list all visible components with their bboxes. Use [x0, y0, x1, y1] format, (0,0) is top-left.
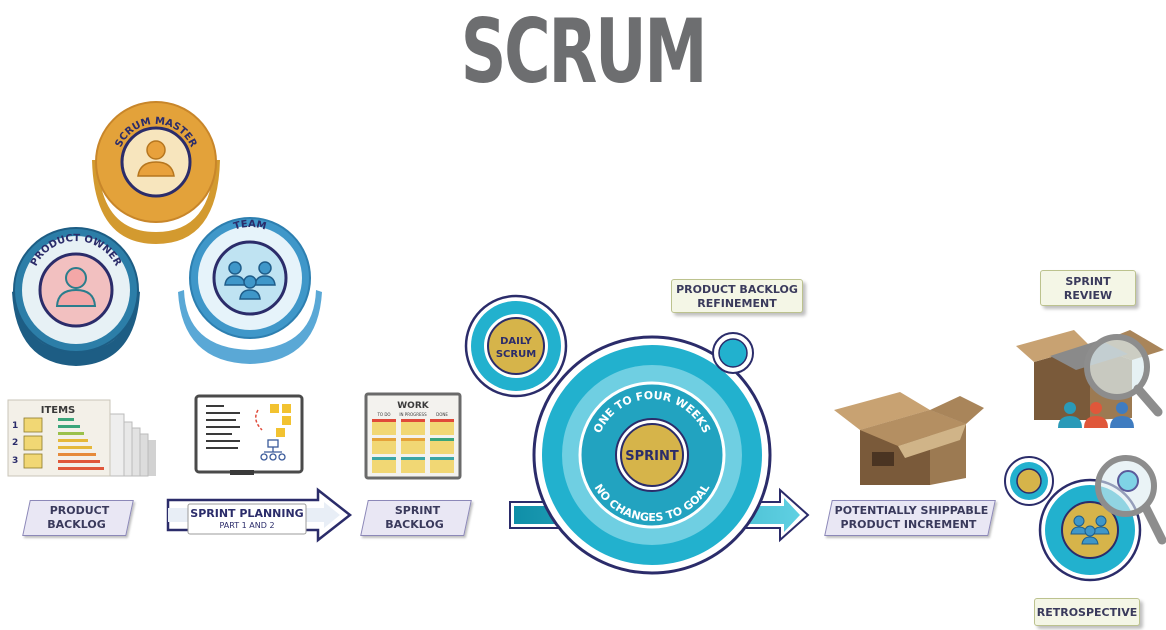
item-number: 2: [12, 438, 18, 448]
item-number: 3: [12, 456, 18, 466]
product-backlog-label: PRODUCT BACKLOG: [22, 500, 134, 536]
daily-scrum-label: SCRUM: [496, 349, 536, 360]
sprint-planning-whiteboard: [194, 394, 304, 475]
team-label: TEAM: [232, 219, 267, 233]
product-backlog-line1: PRODUCT: [49, 504, 110, 517]
retrospective-label: RETROSPECTIVE: [1034, 598, 1140, 626]
magnifier-icon: [1084, 334, 1163, 417]
sprint-planning-label: SPRINT PLANNING: [190, 507, 303, 520]
increment-label: POTENTIALLY SHIPPABLE PRODUCT INCREMENT: [824, 500, 996, 536]
sprint-backlog-label: SPRINT BACKLOG: [360, 500, 472, 536]
refinement-line1: PRODUCT BACKLOG: [676, 283, 798, 296]
priority-bars: [58, 418, 104, 470]
daily-scrum-cycle: DAILY SCRUM: [464, 294, 568, 398]
sprint-planning-sub: PART 1 AND 2: [219, 521, 274, 530]
team-badge: TEAM: [178, 217, 322, 364]
product-backlog-line2: BACKLOG: [47, 518, 106, 531]
shippable-box: [834, 392, 984, 485]
sprint-center-label: SPRINT: [625, 449, 679, 464]
refinement-label: PRODUCT BACKLOG REFINEMENT: [671, 279, 803, 313]
increment-line1: POTENTIALLY SHIPPABLE: [834, 504, 989, 517]
page-title: SCRUM: [460, 0, 708, 103]
retrospective-magnifier-icon: [1095, 455, 1166, 545]
retrospective-cycle: [1004, 455, 1166, 582]
board-column-label: IN PROGRESS: [399, 412, 427, 417]
refinement-dot: [712, 332, 754, 374]
item-number: 1: [12, 421, 18, 431]
sprint-backlog-line1: SPRINT: [394, 504, 441, 517]
daily-scrum-label: DAILY: [500, 336, 533, 347]
svg-text:TEAM: TEAM: [232, 219, 267, 233]
retrospective-team-icon: [1070, 515, 1110, 545]
stakeholders-icon: [1058, 402, 1134, 428]
product-owner-person-icon: [55, 267, 97, 307]
items-header: ITEMS: [41, 405, 76, 416]
increment-line2: PRODUCT INCREMENT: [840, 518, 977, 531]
sprint-cycle: SPRINT ONE TO FOUR WEEKS NO CHANGES TO G…: [532, 335, 772, 575]
sprint-review-line2: REVIEW: [1063, 289, 1113, 302]
board-column-label: DONE: [436, 412, 448, 417]
sprint-review-box: [1016, 330, 1164, 428]
task-cards: [372, 419, 454, 473]
sprint-backlog-board: WORK TO DO IN PROGRESS DONE: [364, 392, 462, 480]
work-header: WORK: [397, 401, 430, 411]
sprint-backlog-line2: BACKLOG: [385, 518, 444, 531]
sprint-review-line1: SPRINT: [1065, 275, 1111, 288]
retrospective-text: RETROSPECTIVE: [1036, 606, 1138, 619]
sprint-review-label: SPRINT REVIEW: [1040, 270, 1136, 306]
sprint-planning-arrow: SPRINT PLANNING PART 1 AND 2: [166, 487, 353, 543]
product-owner-badge: PRODUCT OWNER: [12, 227, 140, 366]
scrum-master-person-icon: [137, 140, 175, 177]
scrum-master-badge: SCRUM MASTER: [92, 101, 220, 244]
refinement-line2: REFINEMENT: [697, 297, 777, 310]
board-column-label: TO DO: [376, 412, 390, 417]
product-backlog-stack: ITEMS 1 2 3: [7, 399, 156, 477]
team-people-icon: [224, 261, 276, 300]
